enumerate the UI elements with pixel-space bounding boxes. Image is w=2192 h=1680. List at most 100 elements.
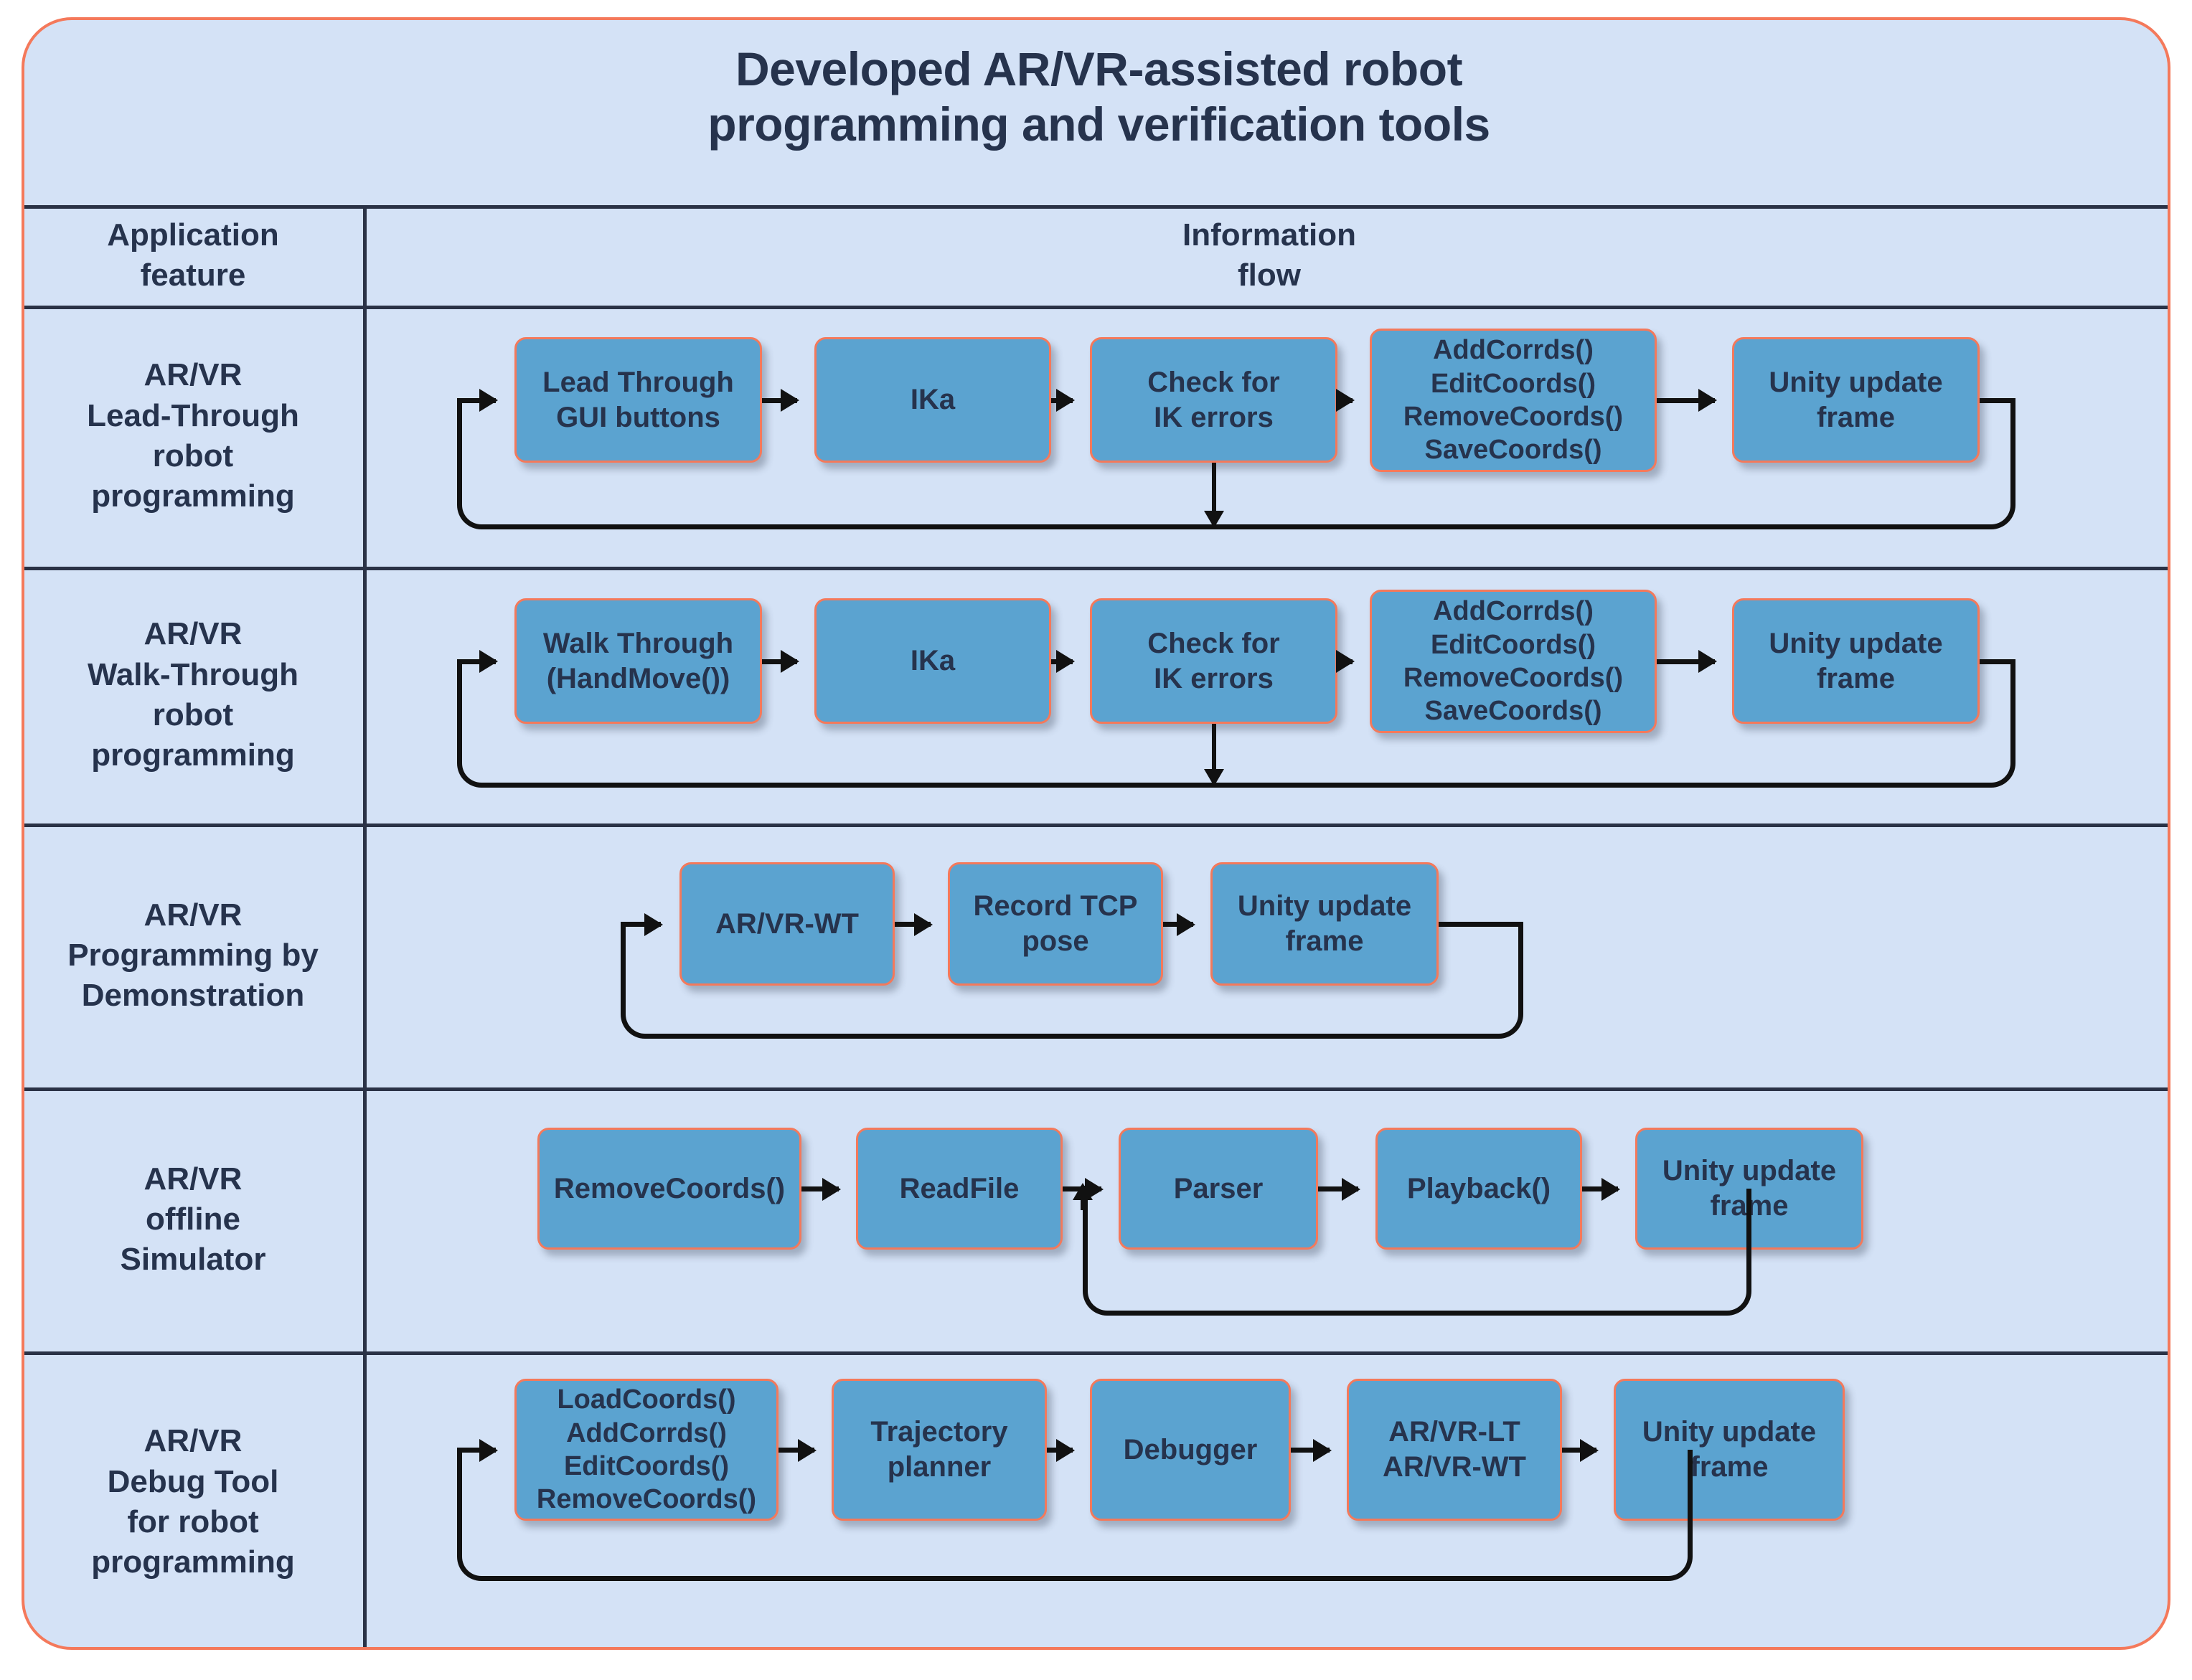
- feature-1-line-4: programming: [91, 478, 295, 514]
- process-box-r4-1[interactable]: RemoveCoords(): [537, 1128, 801, 1250]
- process-box-r4-3[interactable]: Parser: [1119, 1128, 1318, 1250]
- process-box-label-line-2: IK errors: [1154, 662, 1274, 694]
- table-hline-5: [24, 1351, 2168, 1355]
- flow-arrow-r2-2-to-3: [1051, 659, 1073, 664]
- table-column-divider: [363, 205, 367, 1647]
- flow-arrow-r2-3-to-4: [1337, 659, 1353, 664]
- flow-cell-5: LoadCoords()AddCorrds()EditCoords()Remov…: [365, 1351, 2168, 1647]
- process-box-label-line-2: frame: [1817, 662, 1895, 694]
- table-hline-1: [24, 306, 2168, 309]
- process-box-label-line-1: Unity update: [1769, 627, 1943, 659]
- process-box-label-line-1: Unity update: [1642, 1416, 1817, 1448]
- process-box-label-line-2: GUI buttons: [556, 401, 720, 433]
- feedback-arrow-r2: [457, 659, 496, 664]
- process-box-label-line-1: Walk Through: [542, 627, 734, 659]
- process-box-label-line-2: AR/VR-WT: [1383, 1451, 1526, 1483]
- process-box-r1-4[interactable]: AddCorrds()EditCoords()RemoveCoords()Sav…: [1370, 329, 1657, 472]
- process-box-label-line-1: LoadCoords(): [557, 1384, 736, 1415]
- feedback-tail-r2: [1980, 659, 2015, 664]
- diagram-title: Developed AR/VR-assisted robot programmi…: [24, 42, 2168, 151]
- feature-1-line-1: AR/VR: [144, 357, 243, 393]
- process-box-label-line-4: SaveCoords(): [1424, 435, 1602, 466]
- feedback-loop-r4: [1083, 1189, 1751, 1316]
- process-box-label-line-1: IKa: [910, 384, 956, 416]
- process-box-label-line-1: Check for: [1147, 627, 1280, 659]
- process-box-label-line-1: Unity update: [1662, 1155, 1837, 1187]
- flow-arrow-r4-1-to-2: [801, 1186, 839, 1191]
- feature-4-line-1: AR/VR: [144, 1161, 243, 1197]
- feature-5-line-2: Debug Tool: [107, 1463, 279, 1499]
- process-box-r3-1[interactable]: AR/VR-WT: [679, 862, 895, 986]
- process-box-r5-1[interactable]: LoadCoords()AddCorrds()EditCoords()Remov…: [514, 1379, 779, 1521]
- process-box-label-line-1: RemoveCoords(): [553, 1172, 786, 1204]
- process-box-label-line-2: AddCorrds(): [566, 1417, 727, 1448]
- process-box-r4-2[interactable]: ReadFile: [856, 1128, 1063, 1250]
- process-box-label-line-4: RemoveCoords(): [536, 1484, 757, 1515]
- process-box-r2-1[interactable]: Walk Through(HandMove()): [514, 598, 762, 724]
- process-box-label-line-1: Parser: [1173, 1172, 1264, 1204]
- feature-1-line-3: robot: [152, 438, 234, 473]
- flow-arrow-r5-1-to-2: [779, 1448, 814, 1453]
- process-box-r1-2[interactable]: IKa: [814, 337, 1051, 463]
- feature-5-line-3: for robot: [127, 1504, 259, 1539]
- feature-3-line-3: Demonstration: [81, 978, 305, 1014]
- process-box-r2-2[interactable]: IKa: [814, 598, 1051, 724]
- feedback-arrow-r3: [621, 922, 661, 927]
- process-box-r2-4[interactable]: AddCorrds()EditCoords()RemoveCoords()Sav…: [1370, 590, 1657, 733]
- feature-5-line-4: programming: [91, 1544, 295, 1580]
- header-feature-line-1: Application: [107, 217, 279, 253]
- flow-arrow-r3-1-to-2: [895, 922, 931, 927]
- feedback-arrow-r5: [457, 1448, 496, 1453]
- feature-4-line-3: Simulator: [120, 1242, 266, 1278]
- process-box-label-line-4: SaveCoords(): [1424, 696, 1602, 727]
- process-box-label-line-1: AddCorrds(): [1433, 596, 1594, 627]
- process-box-label-line-1: Trajectory: [870, 1416, 1008, 1448]
- feature-4-line-2: offline: [146, 1201, 240, 1237]
- table-hline-0: [24, 205, 2168, 209]
- process-box-label-line-2: (HandMove()): [546, 662, 730, 694]
- feature-3-line-1: AR/VR: [144, 897, 243, 933]
- process-box-label-line-2: EditCoords(): [1430, 629, 1596, 660]
- process-box-label-line-1: Unity update: [1769, 366, 1943, 398]
- process-box-label-line-1: AddCorrds(): [1433, 335, 1594, 366]
- table-hline-2: [24, 567, 2168, 570]
- process-box-r4-4[interactable]: Playback(): [1375, 1128, 1582, 1250]
- process-box-r5-3[interactable]: Debugger: [1090, 1379, 1291, 1521]
- process-box-label-line-2: IK errors: [1154, 401, 1274, 433]
- feature-2-line-3: robot: [152, 697, 234, 732]
- title-line-2: programming and verification tools: [707, 97, 1490, 151]
- feedback-arrow-up-r4: [1081, 1186, 1085, 1210]
- process-box-label-line-1: Record TCP: [973, 890, 1138, 922]
- flow-arrow-r5-2-to-3: [1047, 1448, 1073, 1453]
- feature-2-line-4: programming: [91, 737, 295, 773]
- feedback-loop-r1: [457, 400, 2015, 529]
- feature-2-line-2: Walk-Through: [87, 656, 299, 692]
- flow-arrow-r3-2-to-3: [1163, 922, 1193, 927]
- process-box-label-line-1: IKa: [910, 645, 956, 677]
- branch-arrow-down-r1: [1211, 463, 1216, 525]
- process-box-label-line-1: Lead Through: [542, 366, 734, 398]
- feature-3-line-2: Programming by: [67, 937, 319, 973]
- flow-arrow-r5-3-to-4: [1291, 1448, 1330, 1453]
- table-hline-4: [24, 1087, 2168, 1091]
- feedback-loop-r3: [621, 924, 1523, 1039]
- flow-arrow-r5-4-to-5: [1562, 1448, 1596, 1453]
